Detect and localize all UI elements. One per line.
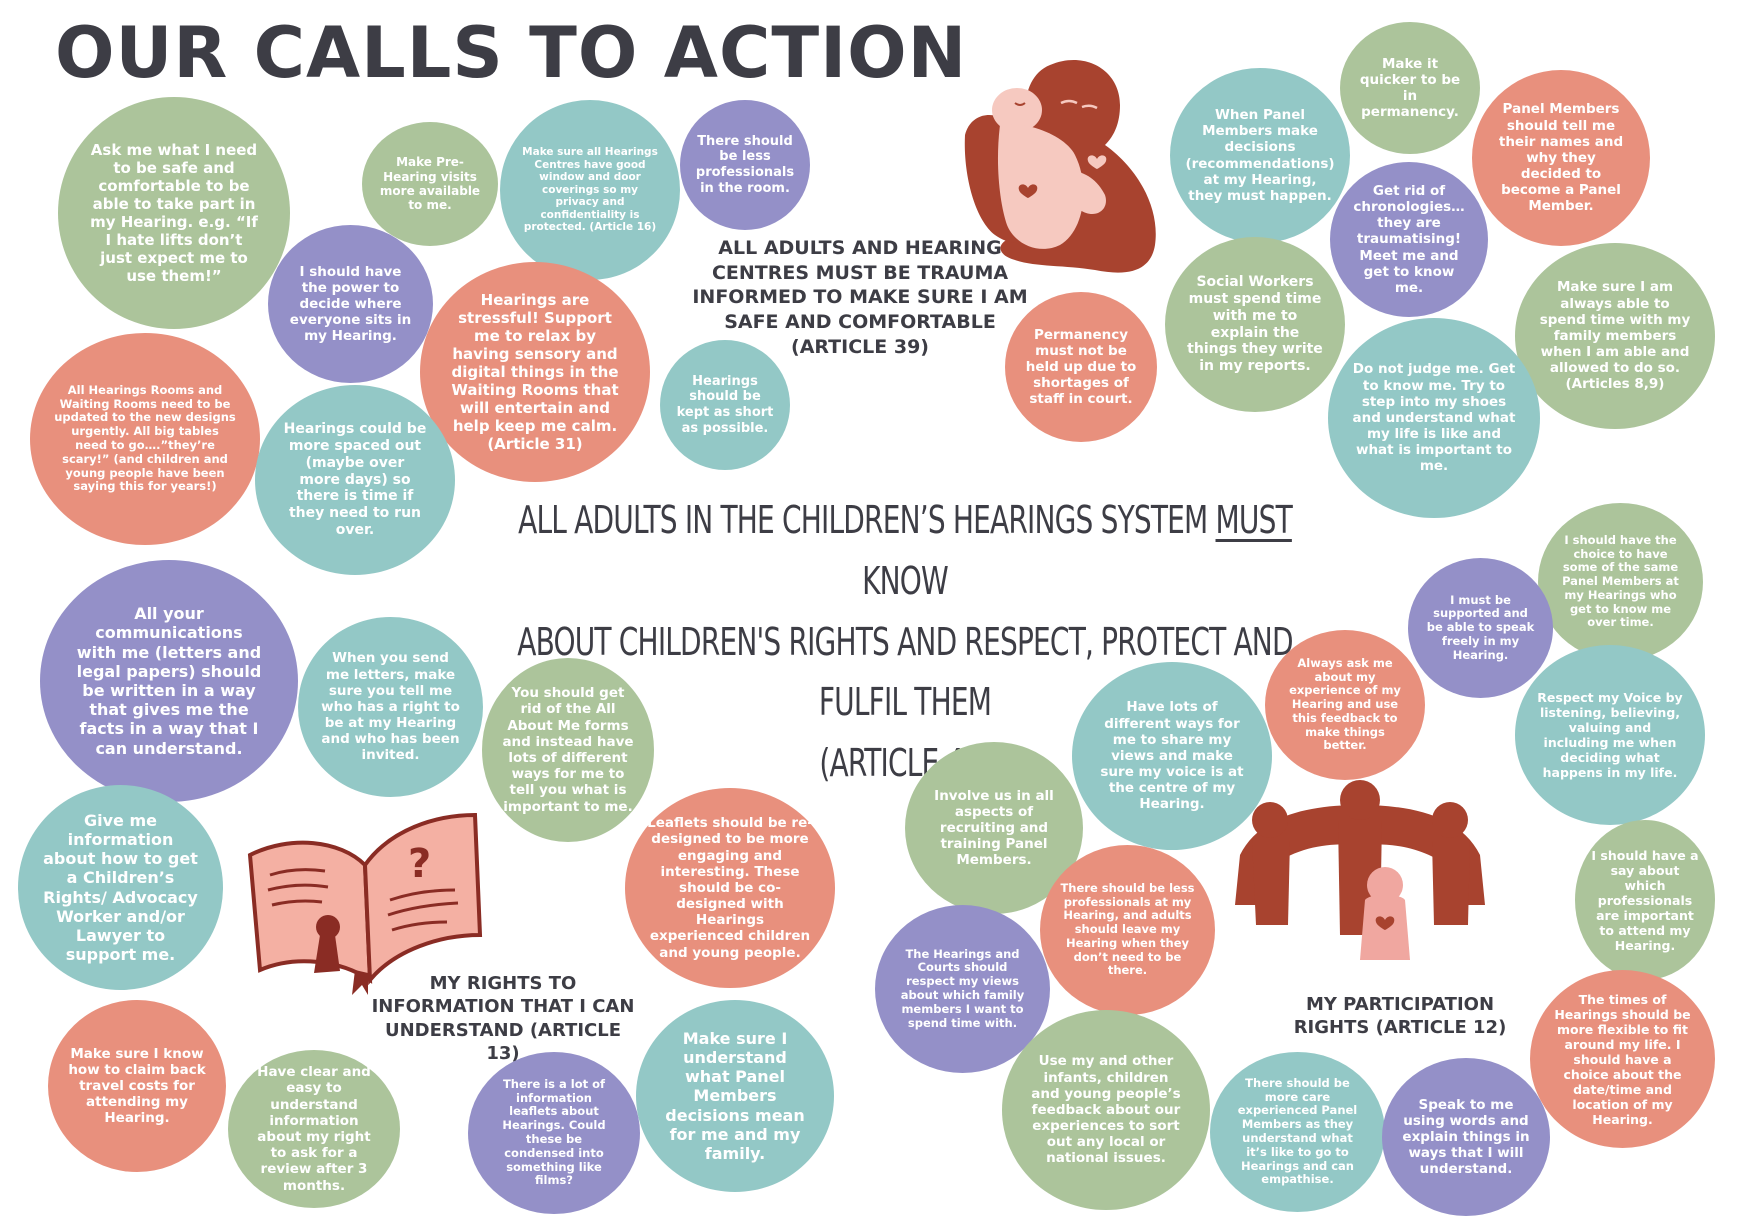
bubble-family-time: Make sure I am always able to spend time… <box>1515 243 1715 429</box>
bubble-text: Make sure I understand what Panel Member… <box>665 1028 805 1163</box>
bubble-text: Involve us in all aspects of recruiting … <box>934 787 1054 869</box>
bubble-text: There should be more care experienced Pa… <box>1237 1075 1358 1187</box>
bubble-leaflets-redesign: Leaflets should be re-designed to be mor… <box>625 788 835 988</box>
bubble-text: The Hearings and Courts should respect m… <box>900 946 1025 1030</box>
bubble-text: Make Pre-Hearing visits more available t… <box>379 155 481 213</box>
bubble-text: There should be less professionals in th… <box>695 133 795 196</box>
central-statement: ALL ADULTS IN THE CHILDREN’S HEARINGS SY… <box>495 490 1315 794</box>
bubble-ask-safe-comfortable: Ask me what I need to be safe and comfor… <box>58 97 290 329</box>
central-statement-line1-end: KNOW <box>862 558 949 603</box>
bubble-text: Make sure all Hearings Centres have good… <box>522 145 658 234</box>
bubble-text: There should be less professionals at my… <box>1060 880 1195 978</box>
bubble-pre-hearing-visits: Make Pre-Hearing visits more available t… <box>362 122 498 246</box>
bubble-speak-to-me: Speak to me using words and explain thin… <box>1382 1058 1550 1216</box>
bubble-letters-right-to-be: When you send me letters, make sure you … <box>298 617 483 797</box>
bubble-text: Hearings should be kept as short as poss… <box>676 373 774 436</box>
bubble-text: Hearings are stressful! Support me to re… <box>451 291 619 453</box>
bubble-text: Respect my Voice by listening, believing… <box>1537 690 1683 780</box>
information-heading: MY RIGHTS TO INFORMATION THAT I CAN UNDE… <box>371 973 635 1065</box>
bubble-text: Use my and other infants, children and y… <box>1031 1053 1181 1167</box>
bubble-text: The times of Hearings should be more fle… <box>1554 991 1691 1127</box>
bubble-respect-my-voice: Respect my Voice by listening, believing… <box>1515 645 1705 825</box>
hug-illustration <box>964 59 1156 273</box>
central-statement-line1-start: ALL ADULTS IN THE CHILDREN’S HEARINGS SY… <box>518 498 1216 542</box>
bubble-decide-seating: I should have the power to decide where … <box>268 225 433 383</box>
bubble-do-not-judge: Do not judge me. Get to know me. Try to … <box>1328 318 1540 518</box>
bubble-text: There is a lot of information leaflets a… <box>502 1076 606 1188</box>
bubble-window-door-coverings: Make sure all Hearings Centres have good… <box>500 100 680 280</box>
bubble-ask-experience: Always ask me about my experience of my … <box>1265 630 1425 780</box>
bubble-permanency-staff: Permanency must not be held up due to sh… <box>1005 292 1157 442</box>
bubble-text: Ask me what I need to be safe and comfor… <box>90 141 258 285</box>
bubble-text: Permanency must not be held up due to sh… <box>1025 326 1137 408</box>
bubble-advocacy-worker: Give me information about how to get a C… <box>18 785 223 990</box>
bubble-text: All Hearings Rooms and Waiting Rooms nee… <box>54 382 236 494</box>
bubble-understand-decisions: Make sure I understand what Panel Member… <box>636 1000 834 1192</box>
bubble-text: I should have a say about which professi… <box>1591 847 1699 953</box>
bubble-speak-freely: I must be supported and be able to speak… <box>1408 558 1553 698</box>
bubble-text: Have clear and easy to understand inform… <box>257 1064 371 1194</box>
bubble-text: Make sure I know how to claim back trave… <box>68 1045 206 1127</box>
bubble-quicker-permanency: Make it quicker to be in permanency. <box>1340 22 1480 154</box>
bubble-courts-respect-views: The Hearings and Courts should respect m… <box>875 905 1050 1073</box>
bubble-text: When Panel Members make decisions (recom… <box>1185 106 1335 204</box>
bubble-decisions-must-happen: When Panel Members make decisions (recom… <box>1170 68 1350 243</box>
bubble-same-panel-members: I should have the choice to have some of… <box>1538 503 1703 661</box>
central-statement-emphasis: MUST <box>1215 498 1293 542</box>
bubble-text: Make it quicker to be in permanency. <box>1359 55 1461 121</box>
bubble-text: Make sure I am always able to spend time… <box>1539 279 1691 393</box>
bubble-review-info: Have clear and easy to understand inform… <box>228 1050 400 1208</box>
bubble-text: You should get rid of the All About Me f… <box>502 685 634 815</box>
bubble-text: Give me information about how to get a C… <box>43 810 198 965</box>
bubble-text: Do not judge me. Get to know me. Try to … <box>1352 361 1516 475</box>
bubble-hearings-short: Hearings should be kept as short as poss… <box>660 340 790 470</box>
bubble-chronologies: Get rid of chronologies…they are traumat… <box>1330 162 1488 317</box>
bubble-leaflets-films: There is a lot of information leaflets a… <box>468 1052 640 1214</box>
bubble-text: Have lots of different ways for me to sh… <box>1100 699 1244 813</box>
bubble-hearings-stressful: Hearings are stressful! Support me to re… <box>420 262 650 482</box>
bubble-care-experienced-panel: There should be more care experienced Pa… <box>1210 1052 1385 1212</box>
bubble-say-professionals: I should have a say about which professi… <box>1575 820 1715 980</box>
bubble-less-professionals-room: There should be less professionals in th… <box>680 100 810 230</box>
bubble-flexible-times: The times of Hearings should be more fle… <box>1530 970 1715 1148</box>
bubble-text: All your communications with me (letters… <box>76 604 262 758</box>
bubble-spaced-out: Hearings could be more spaced out (maybe… <box>255 385 455 575</box>
svg-text:?: ? <box>408 841 431 887</box>
participation-heading: MY PARTICIPATION RIGHTS (ARTICLE 12) <box>1293 994 1507 1039</box>
bubble-text: When you send me letters, make sure you … <box>321 650 460 764</box>
open-book-illustration: ? <box>247 812 483 995</box>
bubble-all-about-me-forms: You should get rid of the All About Me f… <box>482 658 654 842</box>
bubble-text: Get rid of chronologies…they are traumat… <box>1353 182 1465 296</box>
central-statement-line2: ABOUT CHILDREN'S RIGHTS AND RESPECT, PRO… <box>517 619 1293 725</box>
bubble-feedback-local-national: Use my and other infants, children and y… <box>1002 1010 1210 1210</box>
bubble-panel-member-names: Panel Members should tell me their names… <box>1472 70 1650 246</box>
bubble-text: Social Workers must spend time with me t… <box>1187 274 1323 375</box>
family-illustration <box>1235 780 1485 960</box>
bubble-social-workers: Social Workers must spend time with me t… <box>1165 237 1345 412</box>
bubble-text: I should have the choice to have some of… <box>1562 532 1679 630</box>
bubble-text: Leaflets should be re-designed to be mor… <box>647 815 813 961</box>
bubble-text: I should have the power to decide where … <box>289 263 412 345</box>
bubble-text: Always ask me about my experience of my … <box>1289 655 1401 753</box>
bubble-update-rooms: All Hearings Rooms and Waiting Rooms nee… <box>30 333 260 545</box>
bubble-text: Speak to me using words and explain thin… <box>1402 1096 1530 1178</box>
trauma-heading: ALL ADULTS AND HEARING CENTRES MUST BE T… <box>692 237 1028 358</box>
bubble-travel-costs: Make sure I know how to claim back trave… <box>48 1000 226 1172</box>
bubble-share-views: Have lots of different ways for me to sh… <box>1072 662 1272 850</box>
bubble-leave-hearing: There should be less professionals at my… <box>1040 845 1215 1015</box>
bubble-text: Panel Members should tell me their names… <box>1498 101 1624 215</box>
page-title: OUR CALLS TO ACTION <box>55 12 968 94</box>
bubble-text: Hearings could be more spaced out (maybe… <box>283 421 427 538</box>
bubble-communications: All your communications with me (letters… <box>40 560 298 802</box>
bubble-text: I must be supported and be able to speak… <box>1426 592 1535 662</box>
